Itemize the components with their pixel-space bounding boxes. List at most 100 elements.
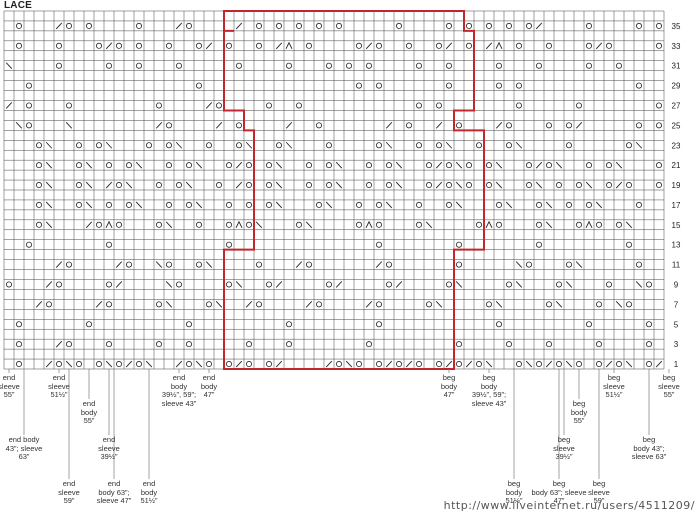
ssk-symbol [135, 201, 143, 209]
double-decrease-symbol [485, 220, 493, 229]
yarn-over-symbol [175, 62, 182, 69]
yarn-over-symbol [106, 162, 113, 169]
k2tog-symbol [235, 22, 243, 30]
yarn-over-symbol [96, 42, 103, 49]
ssk-symbol [455, 161, 463, 169]
k2tog-symbol [655, 360, 663, 368]
yarn-over-symbol [375, 82, 382, 89]
k2tog-symbol [55, 22, 63, 30]
k2tog-symbol [495, 122, 503, 129]
yarn-over-symbol [385, 182, 392, 189]
yarn-over-symbol [15, 361, 22, 368]
yarn-over-symbol [526, 261, 533, 268]
yarn-over-symbol [395, 361, 402, 368]
k2tog-symbol [235, 161, 243, 169]
yarn-over-symbol [116, 182, 123, 189]
ssk-symbol [495, 161, 503, 169]
ssk-symbol [325, 201, 333, 209]
k2tog-symbol [45, 281, 53, 288]
yarn-over-symbol [135, 42, 142, 49]
row-number: 29 [672, 82, 681, 91]
yarn-over-symbol [526, 182, 533, 189]
yarn-over-symbol [626, 182, 633, 189]
yarn-over-symbol [586, 42, 593, 49]
yarn-over-symbol [46, 301, 53, 308]
yarn-over-symbol [435, 102, 442, 109]
double-decrease-symbol [495, 41, 503, 50]
yarn-over-symbol [155, 182, 162, 189]
yarn-over-symbol [195, 261, 202, 268]
yarn-over-symbol [66, 261, 73, 268]
ssk-symbol [395, 161, 403, 169]
ssk-symbol [145, 360, 153, 368]
k2tog-symbol [325, 360, 333, 368]
yarn-over-symbol [255, 261, 262, 268]
yarn-over-symbol [536, 361, 543, 368]
ssk-symbol [625, 221, 633, 229]
yarn-over-symbol [546, 301, 553, 308]
yarn-over-symbol [305, 162, 312, 169]
yarn-over-symbol [626, 301, 633, 308]
yarn-over-symbol [225, 241, 232, 248]
k2tog-symbol [365, 301, 373, 308]
yarn-over-symbol [185, 341, 192, 348]
yarn-over-symbol [485, 301, 492, 308]
yarn-over-symbol [305, 42, 312, 49]
yarn-over-symbol [375, 321, 382, 328]
row-number: 23 [672, 141, 681, 150]
k2tog-symbol [535, 161, 543, 169]
yarn-over-symbol [495, 221, 502, 228]
yarn-over-symbol [626, 142, 633, 149]
k2tog-symbol [305, 301, 313, 308]
k2tog-symbol [395, 281, 403, 288]
yarn-over-symbol [25, 102, 32, 109]
yarn-over-symbol [165, 142, 172, 149]
yarn-over-symbol [586, 321, 593, 328]
yarn-over-symbol [195, 221, 202, 228]
ssk-symbol [545, 221, 553, 229]
yarn-over-symbol [536, 201, 543, 208]
yarn-over-symbol [255, 22, 262, 29]
yarn-over-symbol [656, 42, 663, 49]
k2tog-symbol [115, 261, 123, 268]
repeat-outline-path [223, 10, 485, 370]
yarn-over-symbol [76, 361, 83, 368]
yarn-over-symbol [375, 241, 382, 248]
repeat-outline [223, 10, 485, 370]
label-beg-body-55: beg body 55” [570, 399, 588, 425]
ssk-symbol [495, 301, 503, 308]
yarn-over-symbol [425, 182, 432, 189]
yarn-over-symbol [56, 281, 63, 288]
yarn-over-symbol [36, 182, 43, 189]
k2tog-symbol [175, 22, 183, 30]
yarn-over-symbol [155, 102, 162, 109]
yarn-over-symbol [225, 162, 232, 169]
yarn-over-symbol [465, 162, 472, 169]
yarn-over-symbol [15, 42, 22, 49]
row-number: 3 [674, 340, 679, 349]
yarn-over-symbol [165, 261, 172, 268]
yarn-over-symbol [245, 201, 252, 208]
yarn-over-symbol [455, 122, 462, 129]
yarn-over-symbol [606, 42, 613, 49]
yarn-over-symbol [415, 62, 422, 69]
yarn-over-symbol [6, 281, 12, 288]
yarn-over-symbol [116, 361, 123, 368]
yarn-over-symbol [556, 182, 563, 189]
yarn-over-symbol [255, 301, 262, 308]
label-beg-sleeve-55: beg sleeve 55” [658, 373, 680, 399]
yarn-over-symbol [646, 321, 653, 328]
yarn-over-symbol [505, 341, 512, 348]
yarn-over-symbol [165, 122, 172, 129]
yarn-over-symbol [126, 201, 133, 208]
ssk-symbol [275, 201, 283, 209]
yarn-over-symbol [365, 182, 372, 189]
yarn-over-symbol [245, 162, 252, 169]
ssk-symbol [615, 161, 623, 169]
k2tog-symbol [115, 281, 123, 288]
yarn-over-symbol [155, 221, 162, 228]
yarn-over-symbol [596, 221, 603, 228]
ssk-symbol [455, 281, 463, 288]
yarn-over-symbol [475, 361, 482, 368]
yarn-over-symbol [445, 162, 452, 169]
